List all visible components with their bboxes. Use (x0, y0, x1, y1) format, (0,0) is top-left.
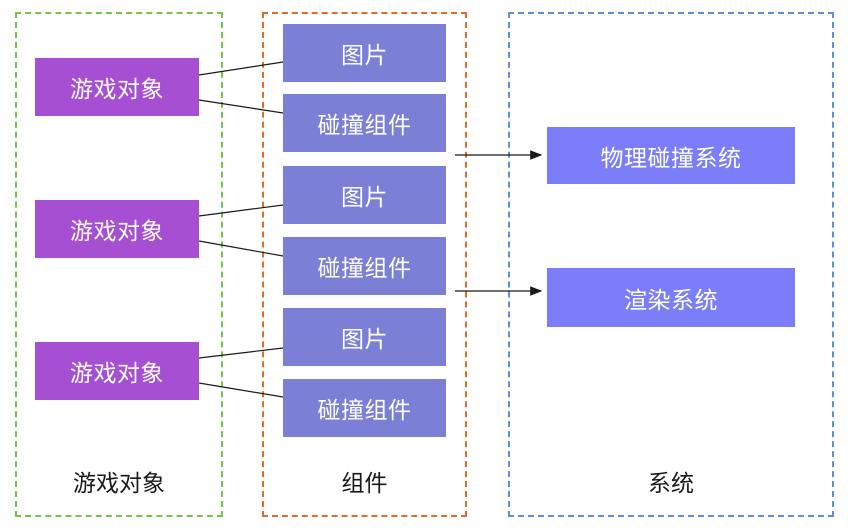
component-collider-3: 碰撞组件 (283, 379, 446, 437)
components-column (262, 12, 467, 517)
component-label: 碰撞组件 (317, 398, 412, 424)
link-object-2-image (198, 204, 284, 217)
game-object-box-1: 游戏对象 (35, 58, 199, 116)
link-object-3-collider (198, 382, 284, 398)
physics-collision-system-box: 物理碰撞系统 (547, 127, 795, 184)
game-object-label: 游戏对象 (70, 219, 164, 245)
game-objects-column (15, 12, 223, 517)
system-label: 渲染系统 (624, 287, 718, 314)
game-object-box-3: 游戏对象 (35, 342, 199, 400)
game-object-label: 游戏对象 (70, 77, 164, 103)
component-label: 图片 (341, 327, 388, 353)
component-image-3: 图片 (283, 308, 446, 366)
component-image-2: 图片 (283, 166, 446, 224)
component-label: 碰撞组件 (317, 256, 412, 282)
component-label: 碰撞组件 (317, 113, 412, 139)
link-object-3-image (198, 347, 284, 359)
components-column-label: 组件 (341, 471, 388, 497)
component-collider-2: 碰撞组件 (283, 237, 446, 295)
link-object-1-collider (198, 99, 284, 114)
render-system-box: 渲染系统 (547, 268, 795, 327)
component-image-1: 图片 (283, 24, 446, 82)
link-object-2-collider (198, 240, 284, 257)
component-label: 图片 (341, 185, 388, 211)
game-objects-column-label: 游戏对象 (73, 471, 165, 497)
game-object-label: 游戏对象 (70, 361, 164, 387)
game-object-box-2: 游戏对象 (35, 200, 199, 258)
systems-column-label: 系统 (648, 471, 694, 497)
system-label: 物理碰撞系统 (600, 145, 742, 172)
component-collider-1: 碰撞组件 (283, 94, 446, 152)
component-label: 图片 (341, 43, 388, 69)
link-object-1-image (198, 61, 284, 76)
systems-column (508, 12, 834, 517)
